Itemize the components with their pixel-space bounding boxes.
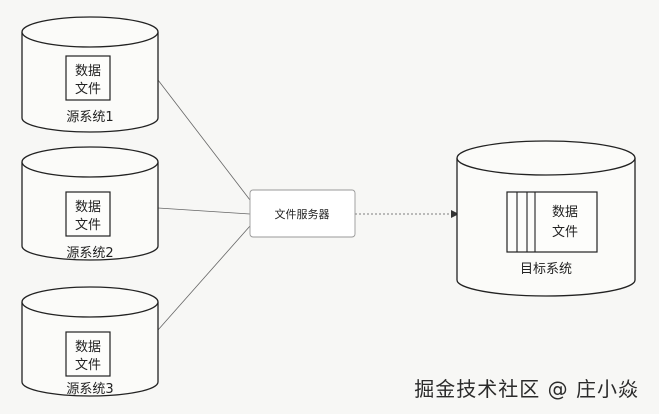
data-file-line1: 数据 [75, 200, 101, 215]
target-cylinder-top [456, 140, 636, 176]
data-file-box [65, 331, 111, 377]
target-system: 数据 文件 目标系统 [456, 140, 636, 297]
target-data-file-line2: 文件 [552, 225, 578, 240]
target-label: 目标系统 [520, 262, 572, 277]
data-file-line2: 文件 [75, 82, 101, 97]
source-system-2: 数据 文件 源系统2 [21, 146, 159, 261]
source-label: 源系统3 [66, 382, 113, 397]
data-file-line1: 数据 [75, 340, 101, 355]
connector-source1-server [157, 79, 251, 201]
data-file-line1: 数据 [75, 64, 101, 79]
target-data-file-box [506, 191, 598, 253]
source-cylinder-top [21, 146, 159, 178]
source-system-1: 数据 文件 源系统1 [21, 16, 159, 133]
data-file-line2: 文件 [75, 358, 101, 373]
source-system-3: 数据 文件 源系统3 [21, 286, 159, 397]
file-server-label: 文件服务器 [275, 207, 330, 221]
data-file-box [65, 191, 111, 237]
connector-source2-server [157, 207, 251, 215]
source-label: 源系统2 [66, 246, 113, 261]
watermark: 掘金技术社区 @ 庄小焱 [414, 377, 639, 401]
data-file-line2: 文件 [75, 218, 101, 233]
file-server: 文件服务器 [249, 189, 356, 238]
file-server-box [249, 189, 356, 238]
source-cylinder-top [21, 16, 159, 48]
source-label: 源系统1 [66, 110, 113, 125]
source-cylinder-top [21, 286, 159, 318]
target-data-file-line1: 数据 [552, 205, 578, 220]
connector-source3-server [157, 225, 251, 331]
data-file-box [65, 55, 111, 101]
